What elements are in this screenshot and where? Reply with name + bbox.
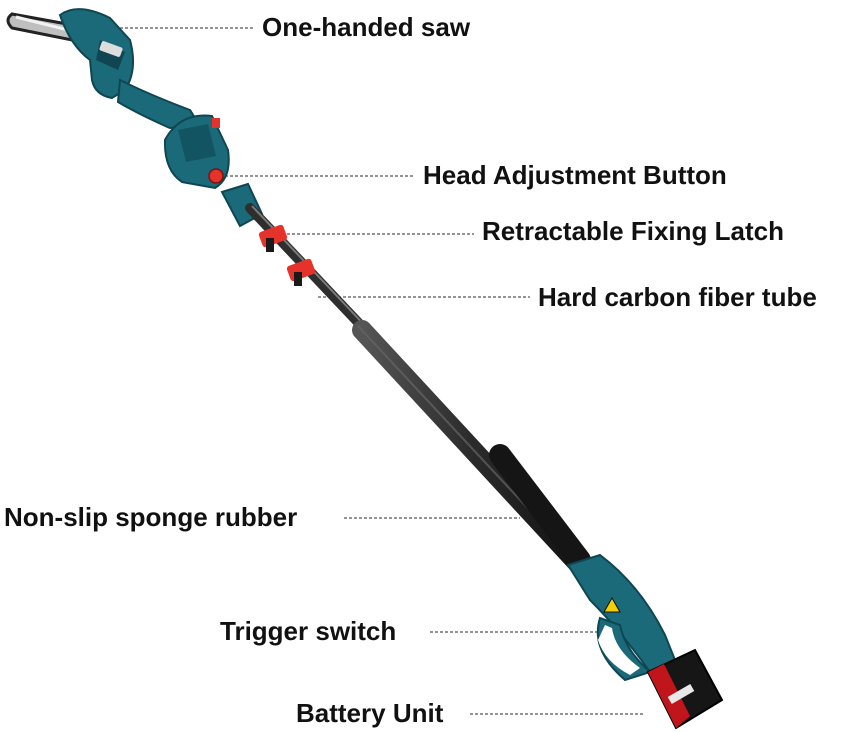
retractable-fixing-latch-lower — [286, 258, 316, 286]
warning-icon — [603, 596, 621, 613]
label-one-handed-saw: One-handed saw — [262, 12, 471, 42]
saw-head — [58, 8, 202, 130]
leader-lines — [120, 27, 645, 715]
label-retractable-fixing-latch: Retractable Fixing Latch — [482, 216, 784, 246]
label-trigger-switch: Trigger switch — [220, 616, 397, 646]
label-head-adjustment-button: Head Adjustment Button — [423, 160, 727, 190]
label-battery-unit: Battery Unit — [296, 698, 444, 728]
head-adjustment-button-icon — [208, 168, 224, 184]
label-hard-carbon-fiber-tube: Hard carbon fiber tube — [538, 282, 817, 312]
sponge-grip — [489, 444, 591, 571]
label-non-slip-sponge-rubber: Non-slip sponge rubber — [4, 502, 298, 532]
trigger-handle — [566, 553, 677, 682]
battery-unit — [646, 648, 724, 730]
retractable-fixing-latch-upper — [258, 224, 288, 252]
